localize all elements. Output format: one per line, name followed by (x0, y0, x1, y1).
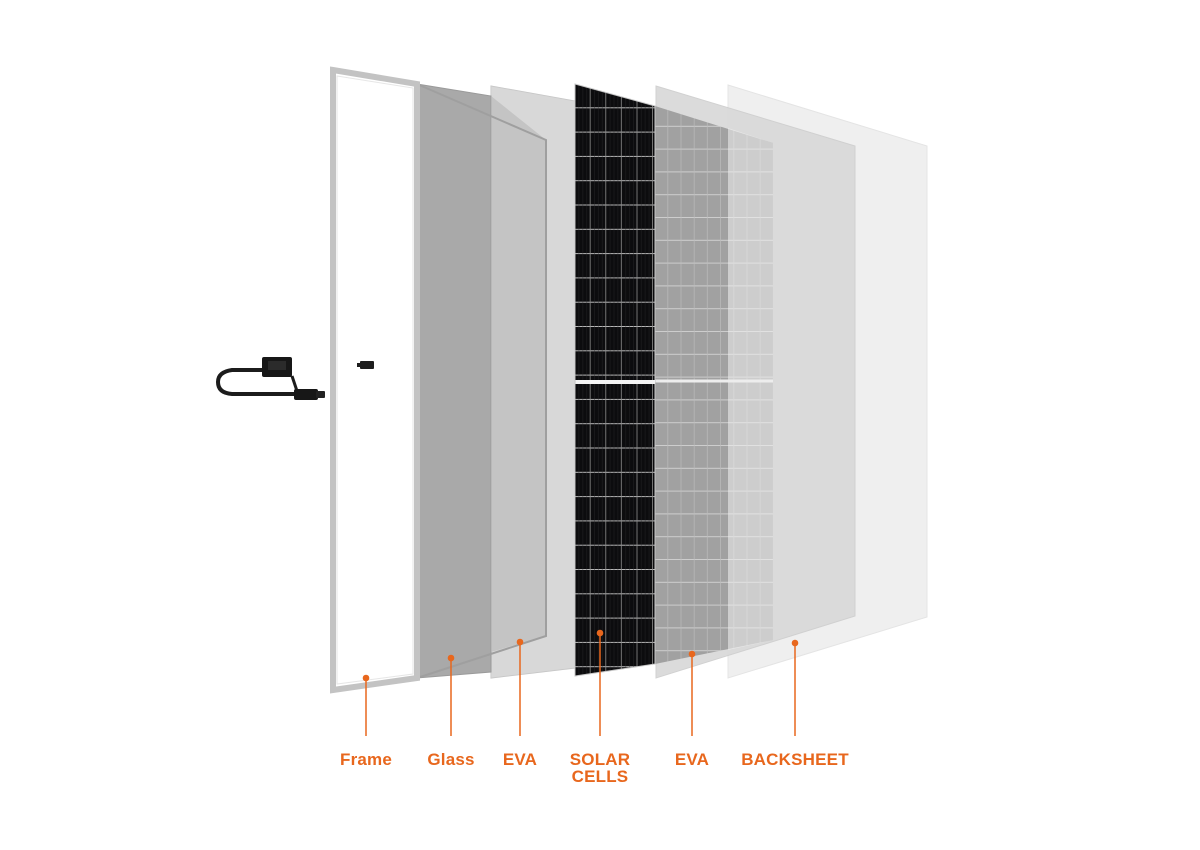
leader-dot-solar-cells (596, 629, 604, 637)
layer-label-backsheet: BACKSHEET (741, 750, 849, 769)
leader-dot-frame (362, 674, 370, 682)
leader-dot-glass (447, 654, 455, 662)
layer-label-eva-front: EVA (502, 750, 538, 769)
layer-leader-lines (362, 629, 799, 736)
leader-dot-backsheet (791, 639, 799, 647)
solar-cell-shadow-grid (655, 106, 773, 664)
layer-label-frame: Frame (339, 750, 393, 769)
layer-label-glass: Glass (427, 750, 475, 769)
frame-layer (330, 66, 420, 694)
layer-label-solar-cells: SOLAR CELLS (569, 750, 631, 786)
junction-box-with-cables-icon (215, 357, 325, 400)
leader-dot-eva-front (516, 638, 524, 646)
glass-layer (416, 83, 547, 679)
leader-dot-eva-back (688, 650, 696, 658)
layer-label-eva-back: EVA (674, 750, 710, 769)
solar-cells-layer (574, 83, 656, 677)
frame-mounting-clip-icon (360, 361, 374, 369)
